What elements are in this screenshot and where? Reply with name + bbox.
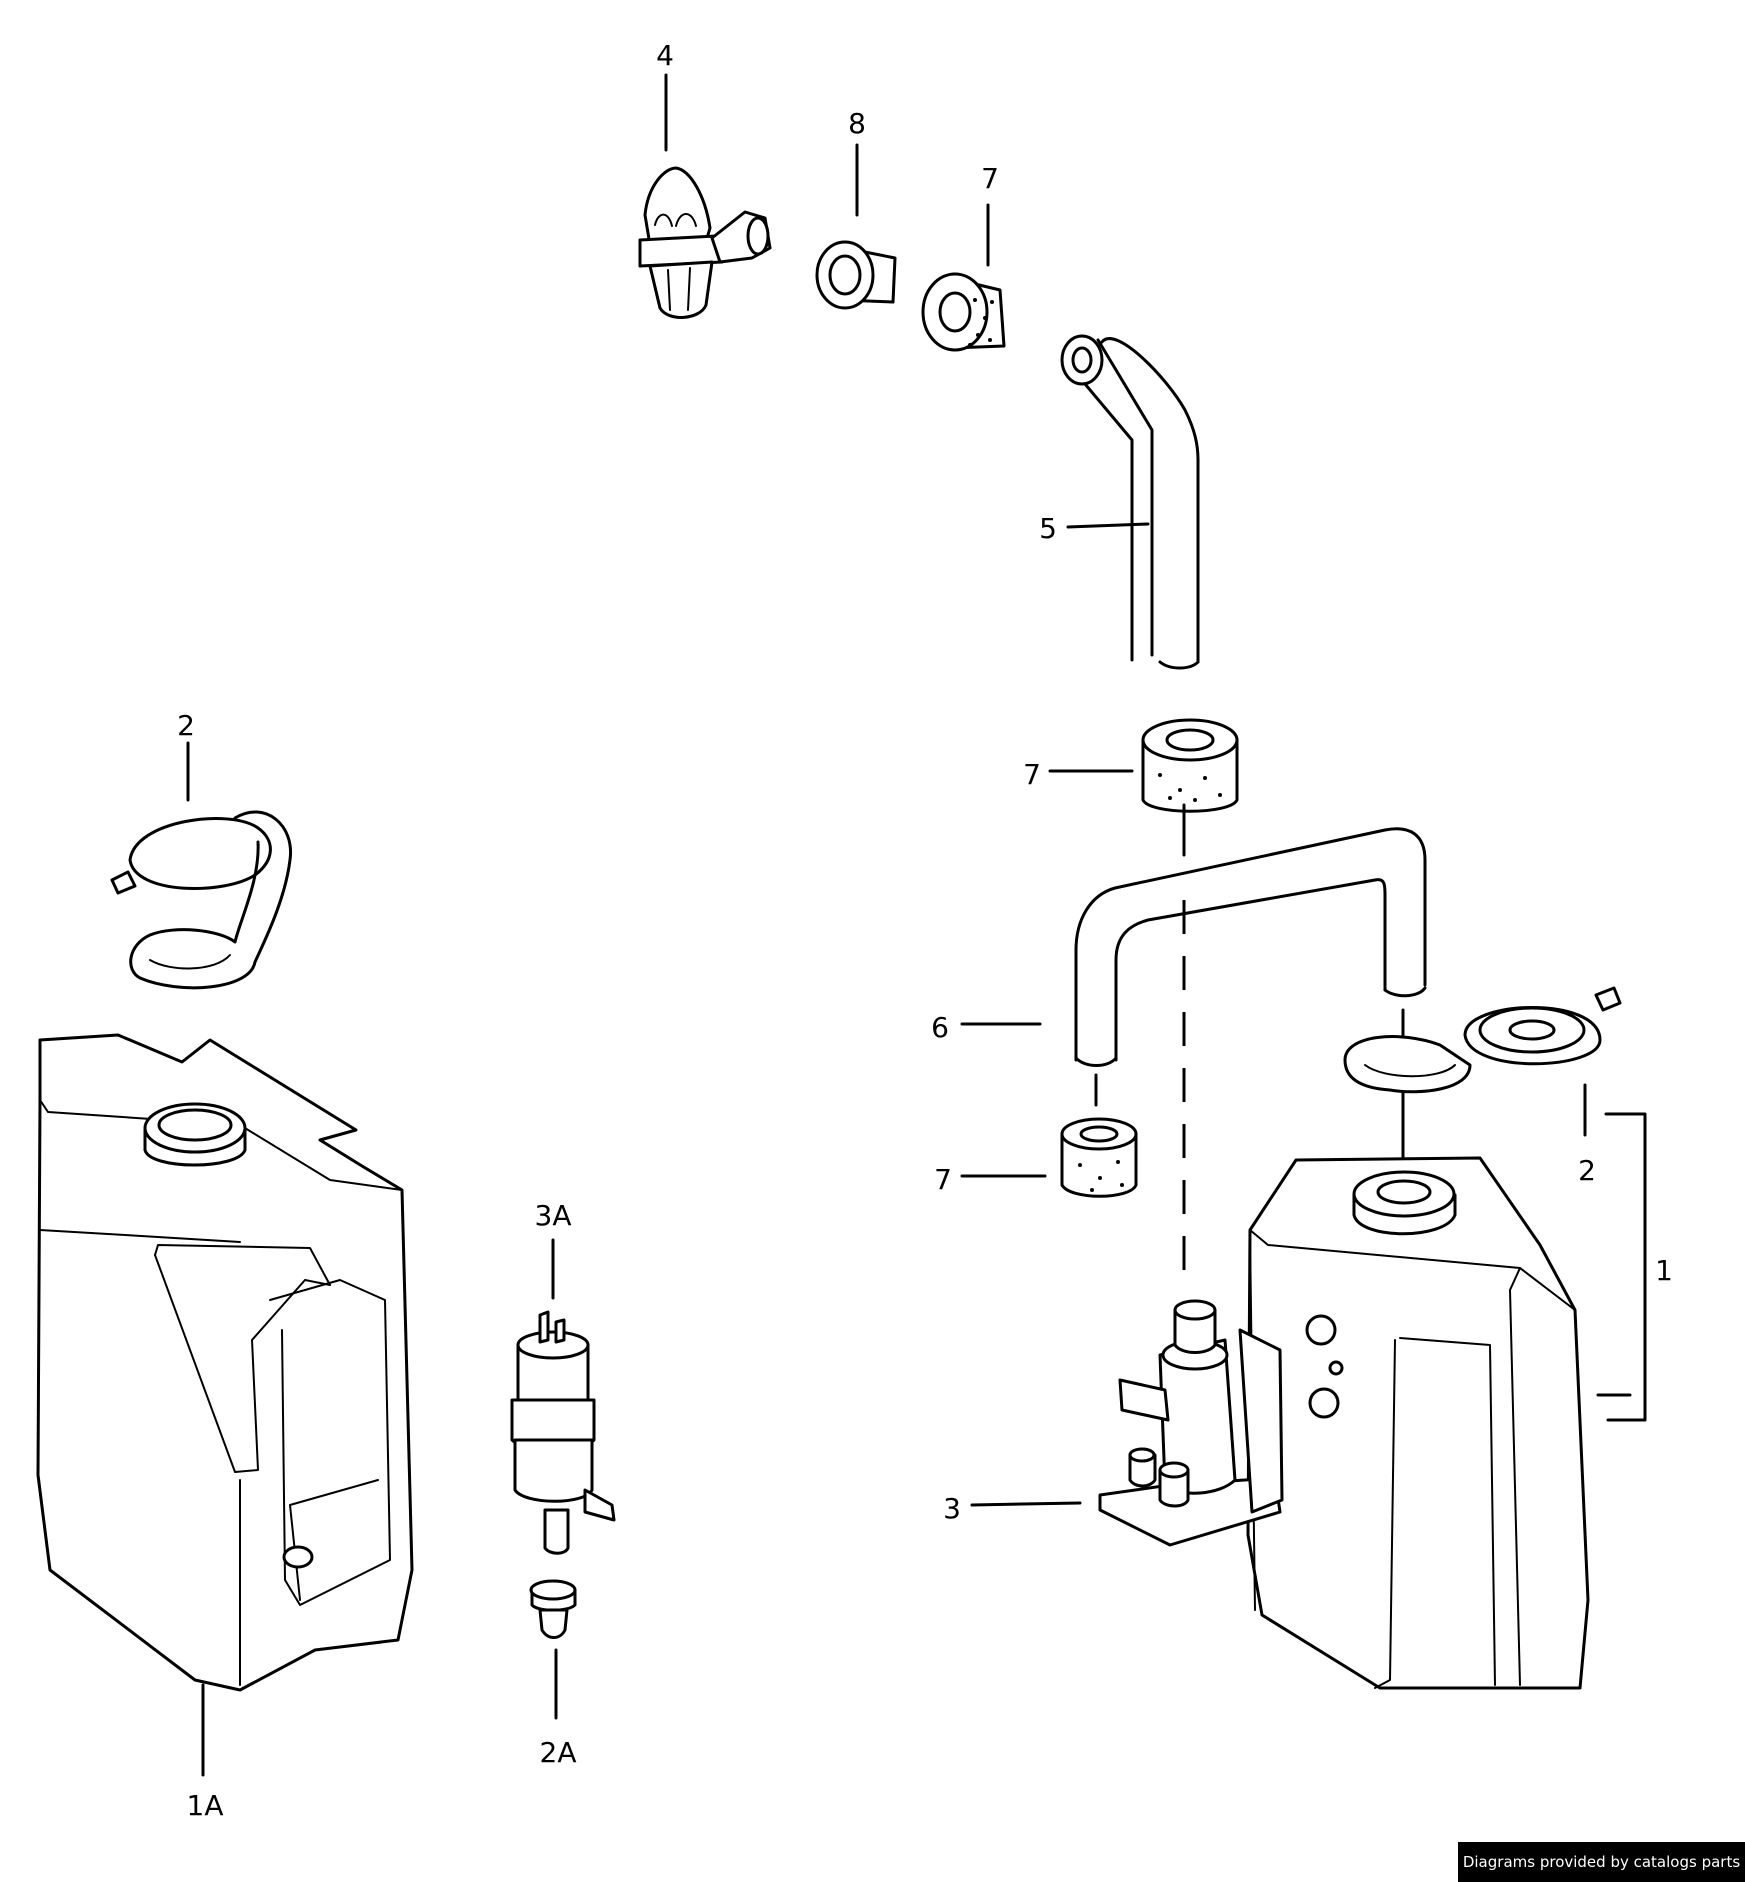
callout-7-low: 7 — [934, 1163, 952, 1196]
credit-banner: Diagrams provided by catalogs parts — [1458, 1842, 1745, 1882]
bent-hose-part — [1060, 334, 1200, 670]
grommet-part — [815, 240, 897, 310]
callout-8: 8 — [848, 107, 866, 140]
callout-1A: 1A — [187, 1789, 224, 1822]
foam-sleeve-low-part — [1060, 1117, 1138, 1198]
callout-2-right: 2 — [1578, 1154, 1596, 1187]
washer-reservoir-right-part — [1246, 1156, 1590, 1690]
filler-cap-left-part — [110, 810, 293, 990]
callout-4: 4 — [656, 39, 674, 72]
callout-3: 3 — [943, 1492, 961, 1525]
washer-nozzle-part — [638, 166, 772, 319]
callout-2-left: 2 — [177, 709, 195, 742]
foam-sleeve-mid-part — [1141, 718, 1239, 813]
callout-6: 6 — [931, 1011, 949, 1044]
callout-3A: 3A — [535, 1199, 572, 1232]
callout-7-mid: 7 — [1023, 758, 1041, 791]
callout-5: 5 — [1039, 512, 1057, 545]
u-hose-part — [1074, 827, 1427, 1067]
filler-cap-right-part — [1343, 986, 1622, 1094]
washer-pump-center-part — [510, 1310, 616, 1555]
callout-1: 1 — [1655, 1254, 1673, 1287]
foam-sleeve-top-part — [921, 272, 1006, 352]
callout-2A: 2A — [540, 1736, 577, 1769]
washer-pump-right-part — [1098, 1299, 1284, 1547]
callout-7-top: 7 — [981, 162, 999, 195]
grommet-center-part — [529, 1579, 577, 1639]
washer-reservoir-left-part — [36, 1033, 414, 1692]
